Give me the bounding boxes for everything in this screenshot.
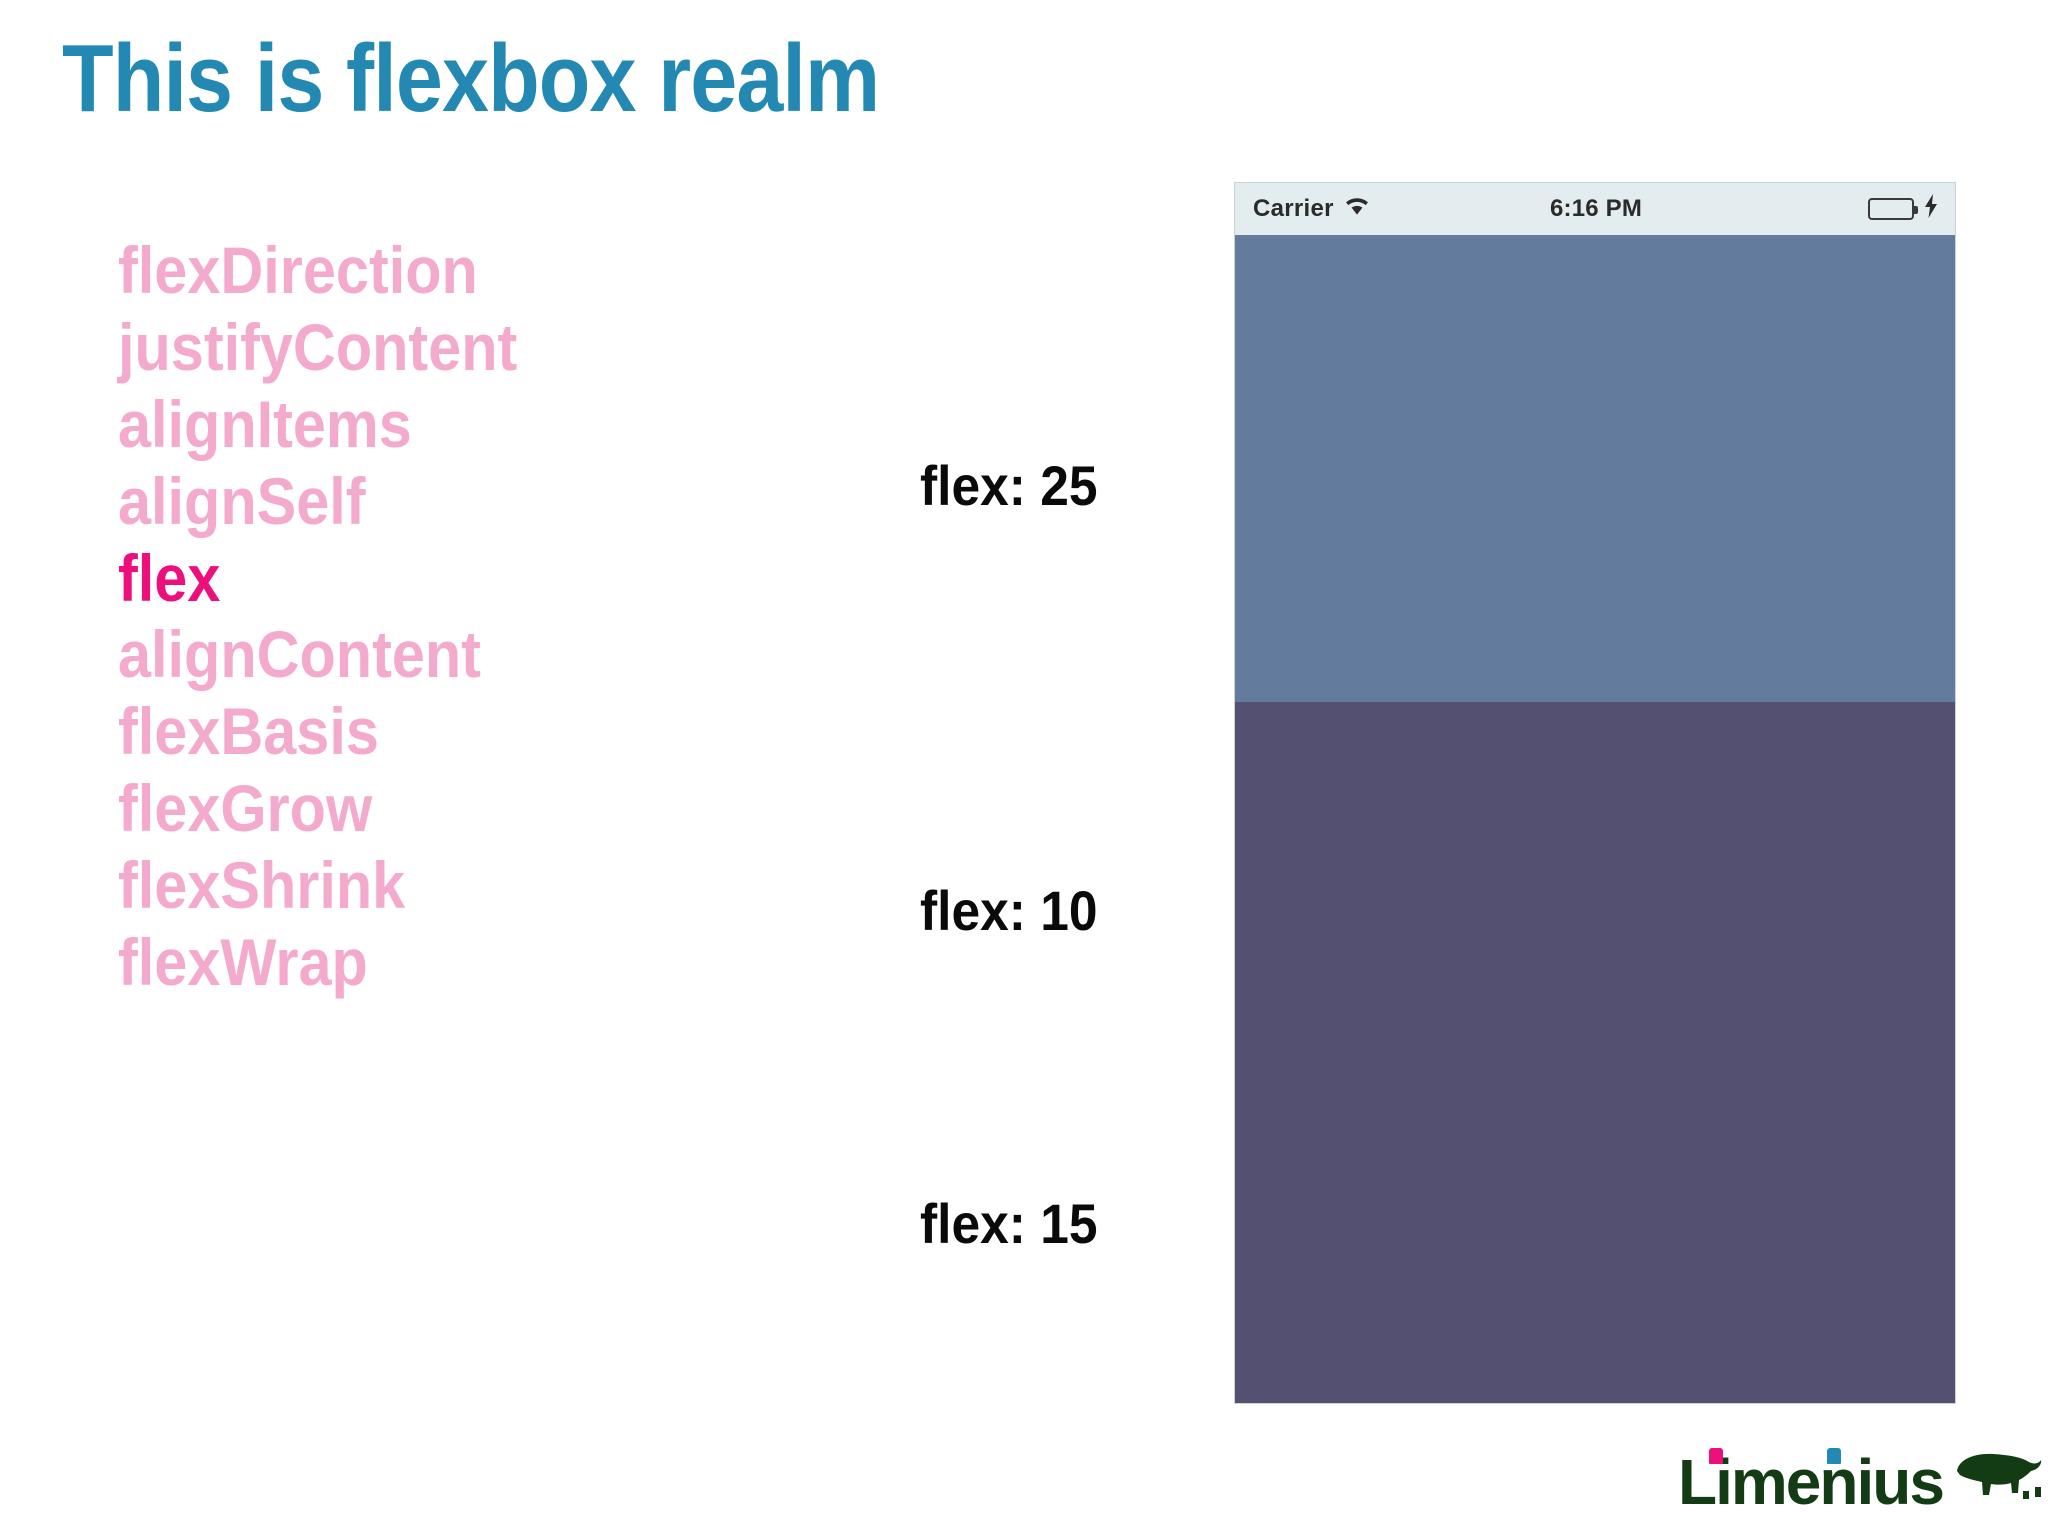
property-item-flexshrink: flexShrink xyxy=(118,848,406,922)
property-item-flex: flex xyxy=(118,540,221,615)
lightning-bolt-icon xyxy=(1923,193,1939,225)
logo-wordmark: Limenius xyxy=(1678,1448,1945,1514)
property-item-flexgrow: flexGrow xyxy=(118,771,373,846)
flex-value-labels: flex: 25 flex: 10 flex: 15 xyxy=(920,0,1180,1536)
property-item-flexbasis: flexBasis xyxy=(118,694,379,769)
property-item-justifycontent: justifyContent xyxy=(118,309,518,384)
status-bar-right xyxy=(1642,193,1939,225)
property-item-flexwrap: flexWrap xyxy=(118,924,368,999)
status-bar-time: 6:16 PM xyxy=(1549,195,1643,222)
bison-logo-icon xyxy=(1949,1451,2045,1508)
property-item-flexdirection: flexDirection xyxy=(118,233,478,307)
status-bar-left: Carrier xyxy=(1253,195,1550,223)
limenius-logo: Limenius xyxy=(1678,1438,2042,1514)
property-item-alignitems: alignItems xyxy=(118,386,412,461)
flex-panel-top xyxy=(1235,235,1955,703)
property-item-alignself: alignSelf xyxy=(118,463,366,538)
phone-screenshot: Carrier 6:16 PM xyxy=(1234,182,1956,1404)
flex-label-middle: flex: 10 xyxy=(920,879,1098,942)
flex-label-bottom: flex: 15 xyxy=(920,1192,1098,1255)
flex-panel-middle xyxy=(1235,702,1955,1403)
battery-icon xyxy=(1868,198,1919,220)
logo-dot-blue-icon xyxy=(1827,1448,1841,1464)
logo-dot-magenta-icon xyxy=(1709,1448,1723,1464)
flex-label-top: flex: 25 xyxy=(920,454,1098,517)
wifi-icon xyxy=(1344,195,1370,223)
phone-status-bar: Carrier 6:16 PM xyxy=(1235,183,1955,235)
flex-panel-container xyxy=(1235,235,1955,1403)
property-item-aligncontent: alignContent xyxy=(118,617,481,692)
carrier-label: Carrier xyxy=(1253,195,1334,222)
page-title: This is flexbox realm xyxy=(62,25,880,132)
